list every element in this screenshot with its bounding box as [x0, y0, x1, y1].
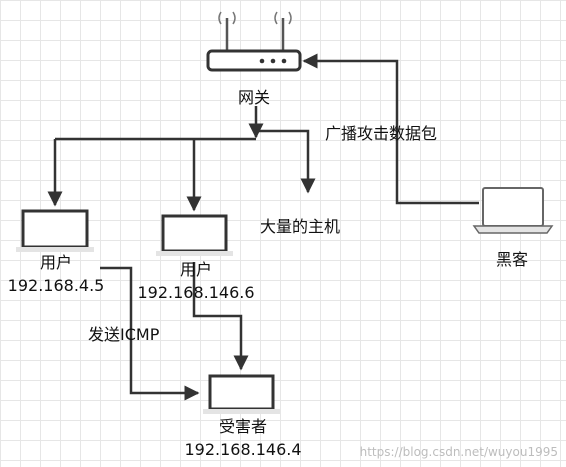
broadcast-label: 广播攻击数据包 [325, 124, 438, 143]
user2-label: 用户 [179, 260, 213, 279]
broadcast-connector [302, 53, 479, 205]
monitor-icon-user1 [16, 209, 94, 252]
icmp-label: 发送ICMP [88, 325, 160, 344]
victim-ip: 192.168.146.4 [184, 440, 302, 459]
user2-ip: 192.168.146.6 [137, 283, 255, 302]
watermark: https://blog.csdn.net/wuyou1995 [359, 445, 558, 459]
monitor-icon-user2 [156, 214, 233, 256]
hacker-label: 黑客 [495, 250, 529, 269]
user1-ip: 192.168.4.5 [7, 276, 105, 295]
many-hosts-label: 大量的主机 [260, 217, 341, 236]
user1-label: 用户 [39, 253, 73, 272]
victim-label: 受害者 [218, 417, 268, 436]
icmp-connector-user2 [192, 262, 249, 371]
hosts-connector [256, 129, 316, 194]
gateway-label: 网关 [237, 88, 271, 107]
icmp-connector-user1 [100, 266, 200, 401]
monitor-icon-victim [203, 374, 280, 414]
router-icon [206, 11, 302, 72]
laptop-icon [472, 187, 554, 234]
